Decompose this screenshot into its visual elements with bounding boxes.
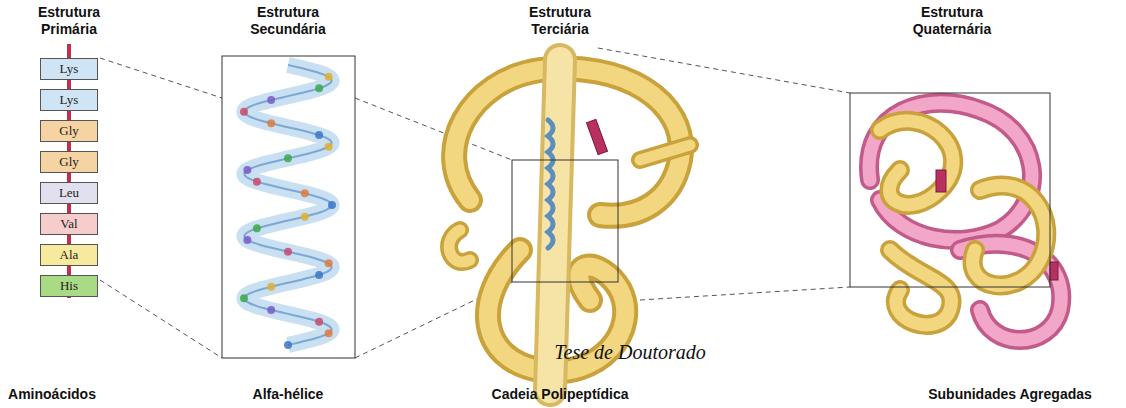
amino-acid-box: Gly xyxy=(40,120,98,142)
amino-acid-name: Gly xyxy=(59,123,79,138)
peptide-bond xyxy=(67,80,71,89)
zoom-lines xyxy=(100,48,850,358)
amino-acid-box: Lys xyxy=(40,58,98,80)
zoom-frame xyxy=(850,93,1050,287)
caption: Aminoácidos xyxy=(8,386,96,403)
amino-acid-name: Leu xyxy=(59,185,79,200)
caption: Subunidades Agregadas xyxy=(928,386,1092,403)
alpha-helix xyxy=(240,65,336,349)
amino-acid-name: Lys xyxy=(60,61,79,76)
watermark: Tese de Doutorado xyxy=(554,340,705,364)
amino-acid-name: Ala xyxy=(60,247,79,262)
amino-acid-box: Ala xyxy=(40,244,98,266)
tertiary-tube xyxy=(449,60,690,390)
caption: Alfa-hélice xyxy=(253,386,324,403)
heading: Estrutura Primária xyxy=(19,4,119,38)
peptide-bond xyxy=(67,173,71,182)
peptide-bond xyxy=(67,235,71,244)
heading: Estrutura Secundária xyxy=(233,4,343,38)
amino-acid-box: Lys xyxy=(40,89,98,111)
zoom-frame xyxy=(512,160,618,282)
quaternary-tubes xyxy=(869,103,1061,340)
peptide-bond xyxy=(67,111,71,120)
amino-acid-name: His xyxy=(60,278,78,293)
heading: Estrutura Terciária xyxy=(505,4,615,38)
amino-acid-box: His xyxy=(40,275,98,297)
peptide-bond xyxy=(67,204,71,213)
amino-acid-name: Val xyxy=(60,216,77,231)
amino-acid-name: Gly xyxy=(59,154,79,169)
amino-acid-box: Leu xyxy=(40,182,98,204)
caption: Cadeia Polipeptídica xyxy=(492,386,629,403)
helix-frame xyxy=(222,56,355,358)
peptide-bond xyxy=(67,266,71,275)
heading: Estrutura Quaternária xyxy=(892,4,1012,38)
amino-acid-name: Lys xyxy=(60,92,79,107)
amino-acid-box: Gly xyxy=(40,151,98,173)
peptide-bond xyxy=(67,142,71,151)
amino-acid-box: Val xyxy=(40,213,98,235)
